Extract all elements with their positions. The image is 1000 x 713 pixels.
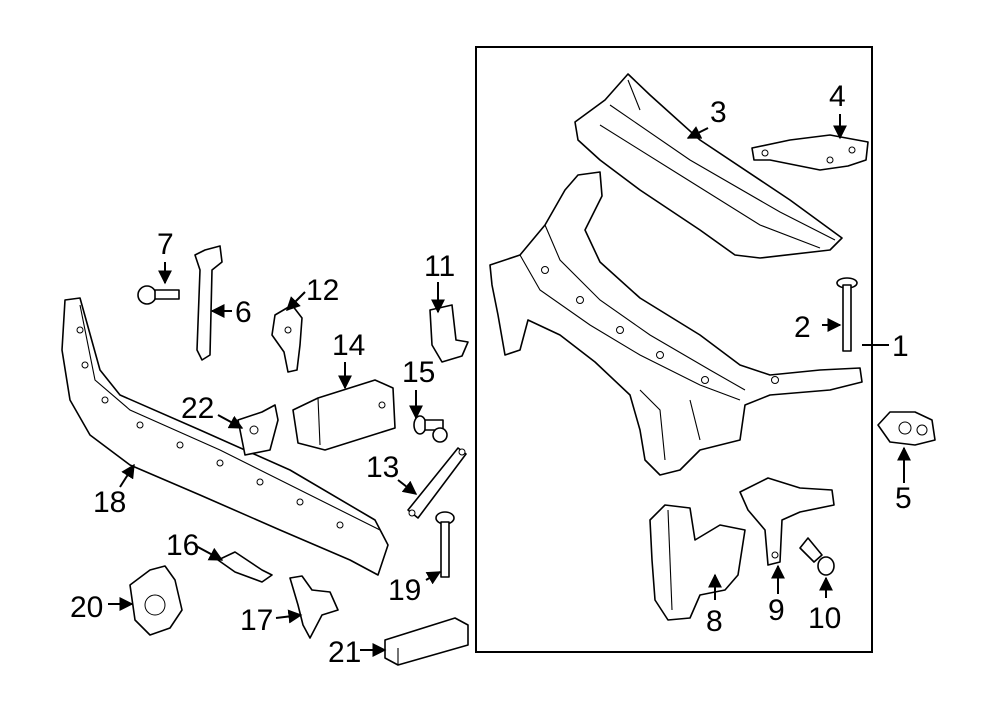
part-label-18: 18 <box>93 486 126 519</box>
crash-box-shape <box>384 617 469 666</box>
latch-rod-shape <box>194 245 223 361</box>
side-bracket-shape <box>649 504 746 621</box>
part-label-14: 14 <box>332 329 365 362</box>
radiator-support-frame-shape <box>489 171 863 476</box>
part-label-2: 2 <box>794 311 811 344</box>
mount-shape <box>877 411 936 446</box>
upper-tie-bar-shape <box>574 73 843 259</box>
long-bolt-19-shape <box>435 511 455 578</box>
part-label-10: 10 <box>808 602 841 635</box>
part-labels: 1 2 3 4 5 6 7 8 9 10 11 12 13 14 15 16 1… <box>70 80 912 669</box>
clip-bracket-shape <box>271 304 303 373</box>
lower-support-shape <box>289 575 339 639</box>
strap-shape <box>407 447 467 519</box>
part-label-8: 8 <box>706 605 723 638</box>
sensor-bracket-shape <box>237 404 279 456</box>
part-label-11: 11 <box>424 250 455 283</box>
short-bolt-shape <box>413 415 448 443</box>
part-label-7: 7 <box>157 228 174 261</box>
lower-bracket-shape <box>739 477 835 566</box>
assembly-box <box>475 46 873 653</box>
part-label-20: 20 <box>70 591 103 624</box>
bumper-reinforcement-shape <box>61 297 389 576</box>
part-label-16: 16 <box>166 529 199 562</box>
part-label-17: 17 <box>240 604 273 637</box>
horn-bracket-shape <box>129 565 183 636</box>
part-label-22: 22 <box>181 392 214 425</box>
part-label-12: 12 <box>306 274 339 307</box>
flange-bolt-shape <box>799 537 835 576</box>
part-label-15: 15 <box>402 356 435 389</box>
part-label-21: 21 <box>328 636 361 669</box>
part-label-6: 6 <box>235 296 252 329</box>
small-bolt-shape <box>137 285 180 305</box>
part-label-4: 4 <box>829 80 846 113</box>
control-module-shape <box>292 379 396 451</box>
small-bracket-shape <box>429 304 469 363</box>
part-label-5: 5 <box>895 482 912 515</box>
part-label-9: 9 <box>768 594 785 627</box>
long-bolt-shape <box>836 277 858 352</box>
part-label-19: 19 <box>388 574 421 607</box>
part-label-3: 3 <box>710 96 727 129</box>
part-label-1: 1 <box>892 330 909 363</box>
leader-lines <box>108 114 911 657</box>
bracket-shape <box>751 134 869 171</box>
part-label-13: 13 <box>366 451 399 484</box>
plate-shape <box>217 551 273 583</box>
